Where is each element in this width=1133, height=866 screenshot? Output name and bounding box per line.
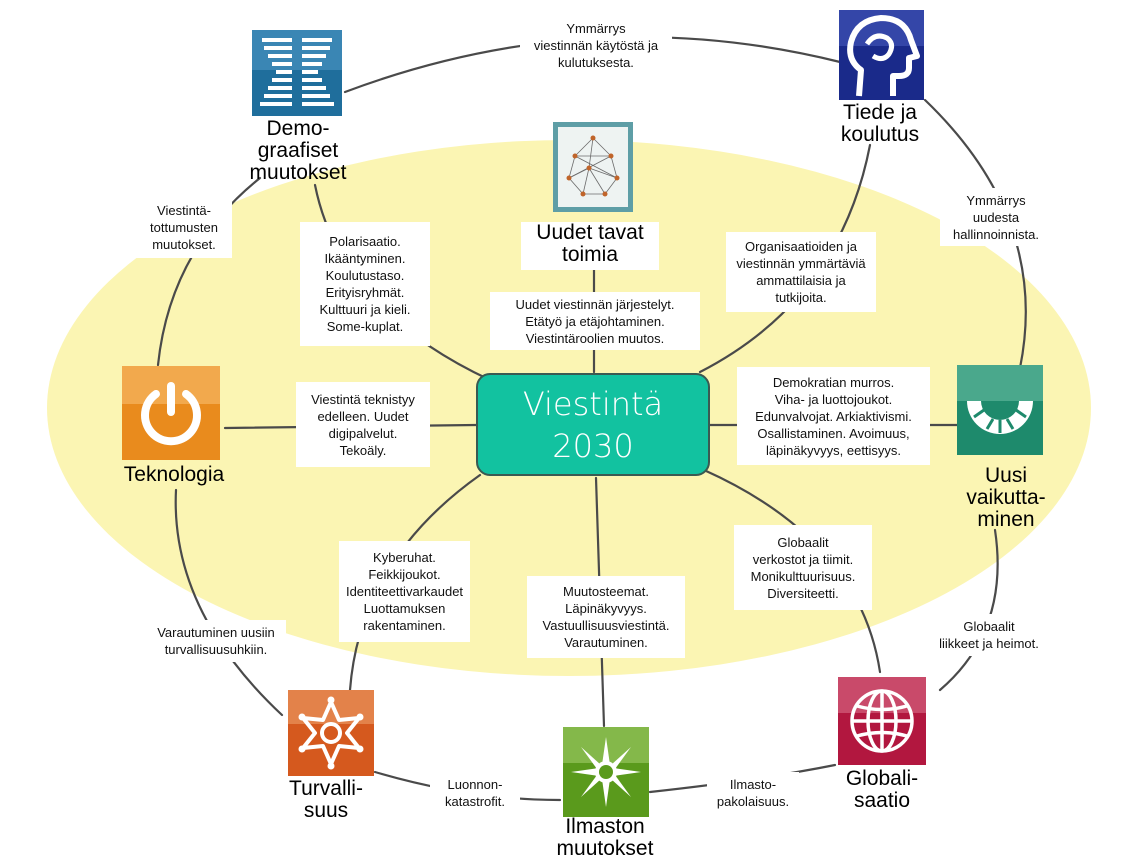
semicircle-arc-icon [957, 365, 1043, 455]
spoke-text-demografiset: Polarisaatio. Ikääntyminen. Koulutustaso… [300, 222, 430, 346]
node-label-turvallisuus: Turvalli- suus [289, 777, 363, 822]
sheriff-star-icon [288, 690, 374, 776]
ring-tekno-demo [156, 176, 262, 367]
demographic-bars-icon [252, 30, 342, 116]
node-label-teknologia: Teknologia [123, 463, 225, 486]
ring-text-globali-ilmasto: Ilmasto- pakolaisuus. [707, 772, 799, 814]
ring-text-tiede-uusi: Ymmärrys uudesta hallinnoinnista. [940, 188, 1052, 246]
spoke-text-ilmasto: Muutosteemat. Läpinäkyvyys. Vastuullisuu… [527, 576, 685, 658]
spoke-text-tiede: Organisaatioiden ja viestinnän ymmärtävi… [726, 232, 876, 312]
node-label-ilmasto: Ilmaston muutokset [556, 815, 654, 860]
ring-text-turva-tekno: Varautuminen uusiin turvallisuusuhkiin. [146, 620, 286, 662]
spoke-text-teknologia: Viestintä teknistyy edelleen. Uudet digi… [296, 382, 430, 467]
node-label-globalisaatio: Globali- saatio [845, 767, 919, 812]
ring-turva-tekno [174, 488, 284, 717]
ring-text-tekno-demo: Viestintä- tottumusten muutokset. [136, 196, 232, 258]
human-head-icon [839, 10, 924, 100]
sun-icon [563, 727, 649, 817]
power-button-icon [122, 366, 220, 460]
spoke-text-turvallisuus: Kyberuhat. Feikkijoukot. Identiteettivar… [339, 541, 470, 642]
node-label-tiede: Tiede ja koulutus [840, 101, 920, 146]
ring-text-demo-tiede: Ymmärrys viestinnän käytöstä ja kulutuks… [520, 16, 672, 74]
node-label-demografiset: Demo- graafiset muutokset [249, 117, 347, 184]
globe-icon [838, 677, 926, 765]
ring-text-uusi-globali: Globaalit liikkeet ja heimot. [922, 614, 1056, 656]
spoke-text-uusi-vaikuttaminen: Demokratian murros. Viha- ja luottojouko… [737, 367, 930, 465]
ring-uusi-globali [938, 528, 999, 692]
network-graph-icon [553, 122, 633, 212]
node-label-uusi-vaikuttaminen: Uusi vaikutta- minen [966, 464, 1046, 531]
node-label-uudet-tavat: Uudet tavat toimia [521, 222, 659, 270]
spoke-text-uudet-tavat: Uudet viestinnän järjestelyt. Etätyö ja … [490, 292, 700, 350]
center-node-viestinta-2030: Viestintä 2030 [476, 373, 710, 476]
spoke-text-globalisaatio: Globaalit verkostot ja tiimit. Monikultt… [734, 525, 872, 610]
ring-text-ilmasto-turva: Luonnon- katastrofit. [430, 772, 520, 814]
